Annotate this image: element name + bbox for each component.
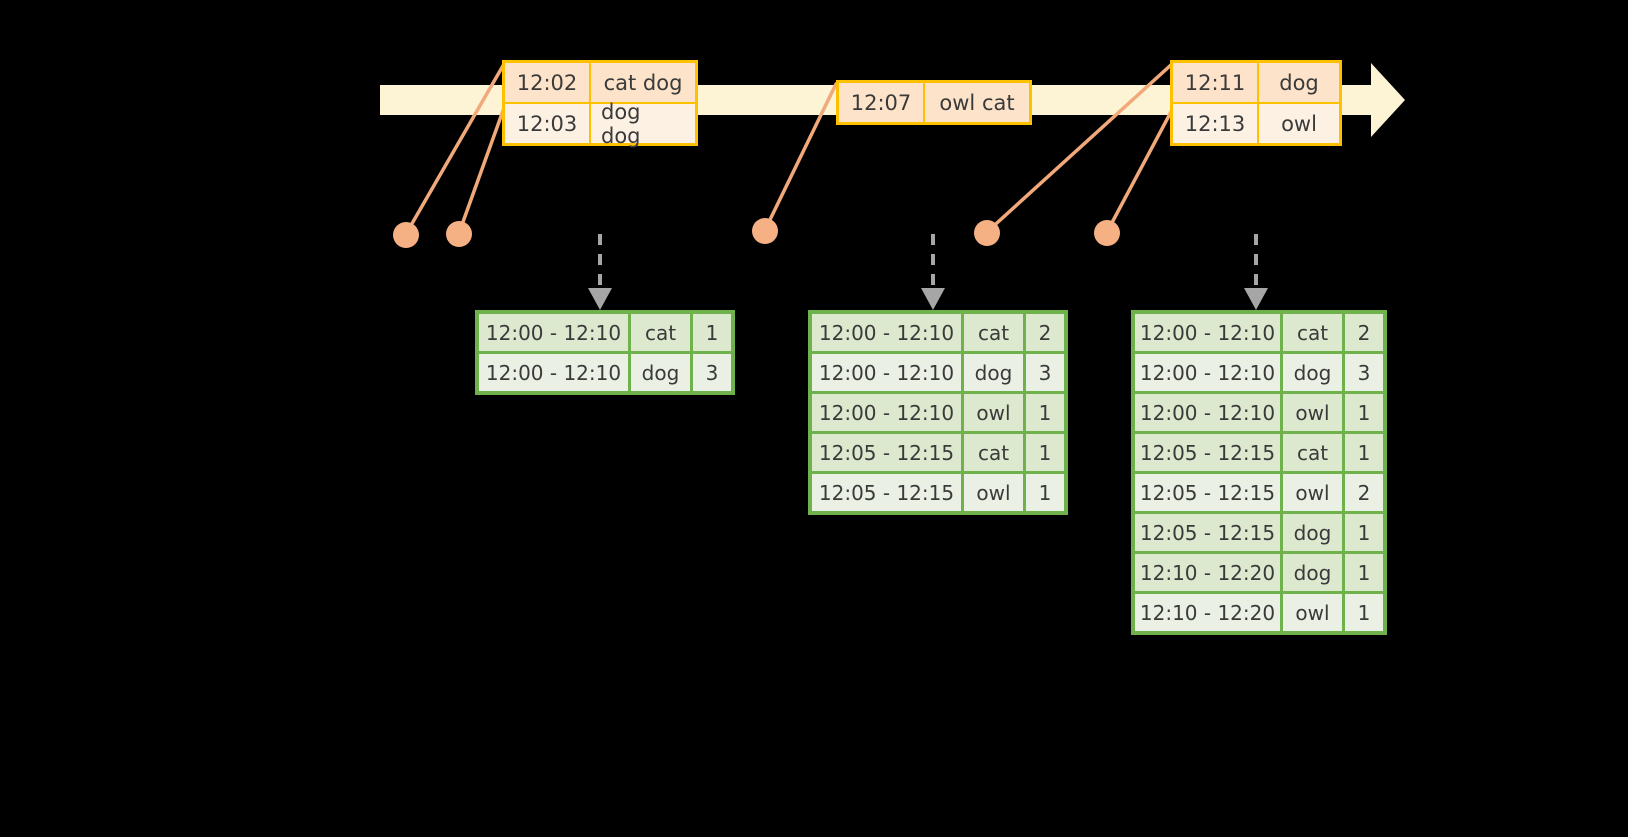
event-words: dog dog: [601, 99, 641, 148]
event-row[interactable]: 12:03 dog dog: [505, 99, 695, 148]
cell-word: dog: [1283, 554, 1345, 591]
event-words: cat dog: [603, 70, 683, 95]
connector-line-1213: [1105, 108, 1174, 234]
cell-window: 12:00 - 12:10: [812, 314, 964, 351]
dot-3[interactable]: [752, 218, 778, 244]
cell-window: 12:00 - 12:10: [479, 314, 631, 351]
event-group-2[interactable]: 12:07 owl cat: [836, 80, 1032, 125]
cell-window: 12:00 - 12:10: [1135, 354, 1283, 391]
cell-word: owl: [1283, 394, 1345, 431]
event-time: 12:13: [1173, 104, 1259, 143]
flow-arrow-head-1: [588, 288, 612, 310]
cell-window: 12:00 - 12:10: [1135, 314, 1283, 351]
cell-count: 3: [705, 360, 719, 385]
cell-count: 2: [1357, 480, 1371, 505]
cell-word: cat: [964, 314, 1026, 351]
cell-count: 2: [1357, 320, 1371, 345]
cell-count: 1: [1357, 560, 1371, 585]
event-words: owl: [1281, 111, 1317, 136]
cell-count: 1: [1357, 400, 1371, 425]
dot-2[interactable]: [446, 221, 472, 247]
cell-window: 12:05 - 12:15: [1135, 434, 1283, 471]
cell-count: 3: [1038, 360, 1052, 385]
flow-arrow-head-3: [1244, 288, 1268, 310]
cell-word: cat: [631, 314, 693, 351]
cell-window: 12:10 - 12:20: [1135, 594, 1283, 631]
cell-window: 12:05 - 12:15: [812, 474, 964, 511]
dot-1[interactable]: [393, 222, 419, 248]
event-time: 12:11: [1173, 63, 1259, 102]
cell-count: 1: [1357, 440, 1371, 465]
cell-word: cat: [964, 434, 1026, 471]
cell-window: 12:05 - 12:15: [812, 434, 964, 471]
event-time: 12:02: [505, 63, 591, 102]
cell-word: dog: [1283, 514, 1345, 551]
cell-word: owl: [1283, 594, 1345, 631]
dot-4[interactable]: [974, 220, 1000, 246]
connector-line-1207: [763, 82, 838, 232]
event-row[interactable]: 12:07 owl cat: [839, 83, 1029, 122]
cell-window: 12:05 - 12:15: [1135, 474, 1283, 511]
cell-count: 1: [1357, 600, 1371, 625]
event-words: dog: [1279, 70, 1319, 95]
connector-line-1203: [457, 106, 506, 235]
cell-word: dog: [964, 354, 1026, 391]
event-row[interactable]: 12:02 cat dog: [505, 63, 695, 102]
event-group-1[interactable]: 12:02 cat dog 12:03 dog dog: [502, 60, 698, 148]
event-row[interactable]: 12:13 owl: [1173, 102, 1339, 143]
cell-window: 12:05 - 12:15: [1135, 514, 1283, 551]
event-time: 12:07: [839, 83, 925, 122]
cell-word: owl: [964, 394, 1026, 431]
event-words: owl cat: [939, 90, 1015, 115]
cell-window: 12:00 - 12:10: [479, 354, 631, 391]
cell-count: 3: [1357, 360, 1371, 385]
cell-window: 12:00 - 12:10: [812, 354, 964, 391]
cell-word: dog: [631, 354, 693, 391]
event-group-3[interactable]: 12:11 dog 12:13 owl: [1170, 60, 1342, 146]
cell-window: 12:10 - 12:20: [1135, 554, 1283, 591]
cell-count: 1: [1038, 440, 1052, 465]
dot-5[interactable]: [1094, 220, 1120, 246]
cell-count: 1: [1038, 480, 1052, 505]
cell-word: owl: [964, 474, 1026, 511]
cell-window: 12:00 - 12:10: [812, 394, 964, 431]
cell-window: 12:00 - 12:10: [1135, 394, 1283, 431]
event-time: 12:03: [505, 104, 591, 143]
cell-word: owl: [1283, 474, 1345, 511]
cell-word: cat: [1283, 434, 1345, 471]
cell-word: dog: [1283, 354, 1345, 391]
cell-count: 1: [705, 320, 719, 345]
cell-count: 1: [1038, 400, 1052, 425]
cell-word: cat: [1283, 314, 1345, 351]
event-row[interactable]: 12:11 dog: [1173, 63, 1339, 102]
connector-line-1202: [404, 62, 506, 236]
cell-count: 1: [1357, 520, 1371, 545]
flow-arrow-head-2: [921, 288, 945, 310]
cell-count: 2: [1038, 320, 1052, 345]
